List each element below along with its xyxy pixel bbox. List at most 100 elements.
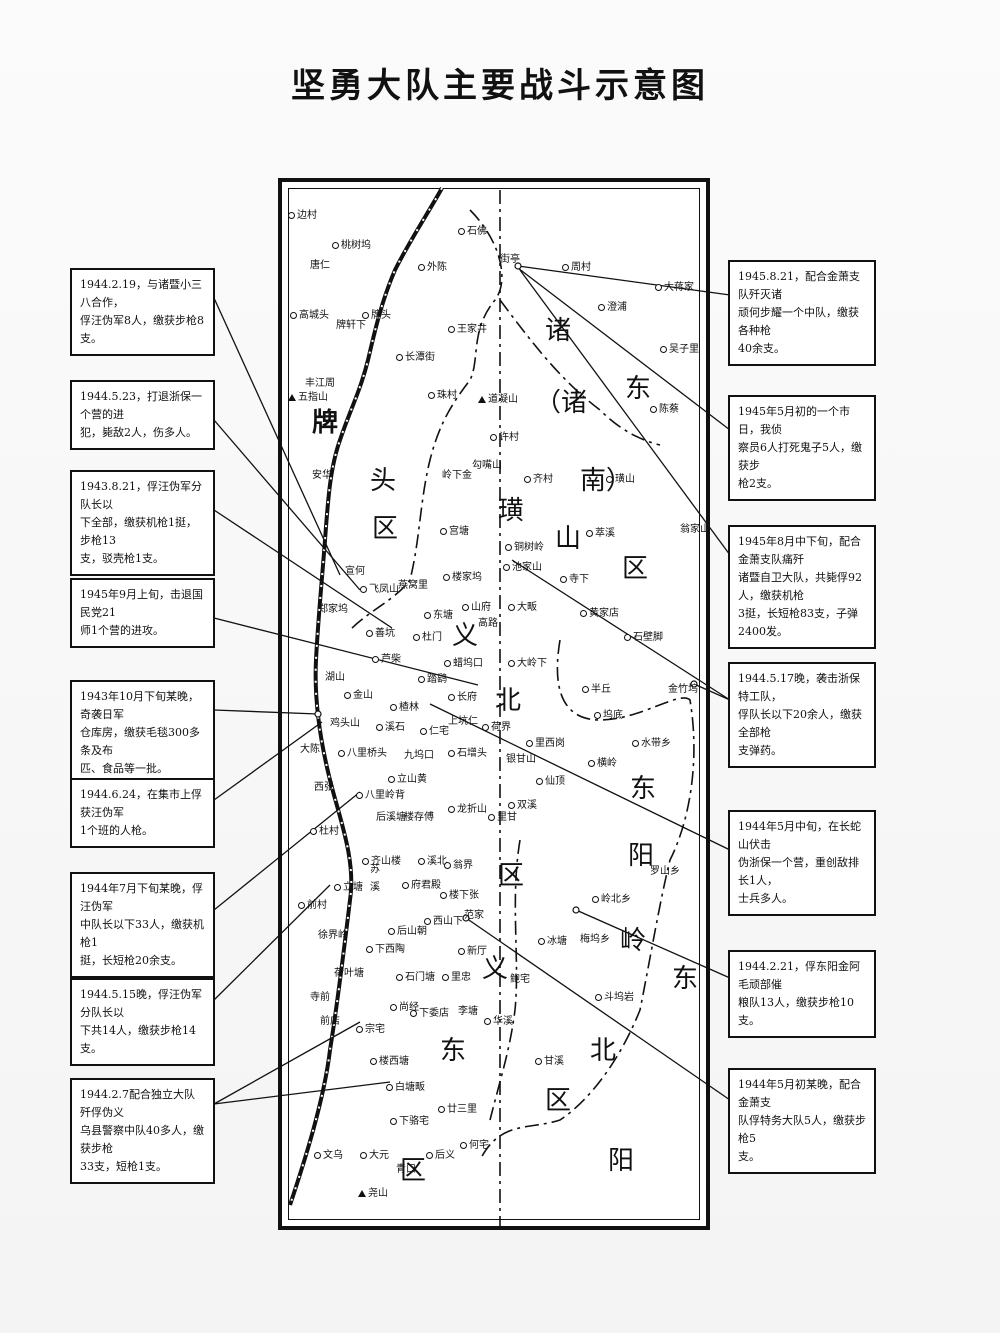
place-label: 荷叶塘 (334, 968, 364, 979)
place-label: 齐山楼 (371, 856, 401, 867)
place-name: 甘溪 (535, 1052, 564, 1067)
place-label: 长潭街 (405, 352, 435, 363)
place-dot-icon (440, 527, 447, 535)
boundary-dashdot-1 (349, 209, 503, 631)
place-label: 里甘 (497, 812, 517, 823)
place-label: 楼西塘 (379, 1056, 409, 1067)
place-name: 荷界 (482, 718, 511, 733)
place-dot-icon (356, 1025, 363, 1033)
place-dot-icon (370, 1057, 377, 1065)
place-dot-icon (655, 283, 662, 291)
place-name: 斗坞岩 (595, 988, 634, 1003)
place-dot-icon (356, 791, 363, 799)
place-dot-icon (290, 311, 297, 319)
place-label: 许村 (499, 432, 519, 443)
place-label: 前村 (307, 900, 327, 911)
region-label: 北 (495, 686, 522, 716)
place-label: 新厅 (467, 946, 487, 957)
place-name: 石门塘 (396, 968, 435, 983)
place-name: 白塘畈 (386, 1078, 425, 1093)
place-label: 石壁脚 (633, 632, 663, 643)
place-label: 后山朝 (397, 926, 427, 937)
place-dot-icon (562, 263, 569, 271)
place-dot-icon (595, 993, 602, 1001)
place-label: 吴子里 (669, 344, 699, 355)
place-dot-icon (526, 739, 533, 747)
place-name: 宗宅 (356, 1020, 385, 1035)
place-label: 甘溪 (544, 1056, 564, 1067)
place-dot-icon (360, 585, 367, 593)
place-dot-icon (594, 711, 601, 719)
place-label: 翁家山 (680, 524, 710, 535)
place-name: 仙顶 (536, 772, 565, 787)
place-name: 冰塘 (538, 932, 567, 947)
place-name: 半丘 (582, 680, 611, 695)
place-label: 尧山 (368, 1188, 388, 1199)
place-dot-icon (650, 405, 657, 413)
place-dot-icon (592, 895, 599, 903)
place-label: 唐仁 (310, 260, 330, 271)
region-label: 东 (672, 964, 699, 994)
place-name: 陈蔡 (650, 400, 679, 415)
place-label: 勾嘴山 (472, 460, 502, 471)
place-label: 高城头 (299, 310, 329, 321)
place-dot-icon (508, 659, 515, 667)
region-label: 东 (630, 774, 657, 804)
place-label: 郑家坞 (318, 604, 348, 615)
place-dot-icon (426, 1151, 433, 1159)
place-dot-icon (490, 433, 497, 441)
place-label: 珠村 (437, 390, 457, 401)
place-name: 五指山 (288, 388, 328, 403)
place-name: 里忠 (442, 968, 471, 983)
place-label: 蜡坞口 (453, 658, 483, 669)
place-dot-icon (338, 749, 345, 757)
place-label: 善坑 (375, 628, 395, 639)
place-name: 石增头 (448, 744, 487, 759)
place-label: 大岭下 (517, 658, 547, 669)
place-label: 岭下金 (442, 470, 472, 481)
region-label: 区 (400, 1156, 427, 1186)
place-name: 西山下 (424, 912, 463, 927)
place-label: 鸡头山 (330, 718, 360, 729)
place-name: 大蒋家 (655, 278, 694, 293)
place-dot-icon (536, 777, 543, 785)
place-label: 边村 (297, 210, 317, 221)
place-name: 牌头 (362, 306, 391, 321)
place-label: 里忠 (451, 972, 471, 983)
place-label: 五指山 (298, 392, 328, 403)
place-dot-icon (366, 629, 373, 637)
place-name: 青口 (396, 1160, 416, 1175)
place-dot-icon (444, 659, 451, 667)
battle-annotation-a1: 1944.2.19，与诸暨小三八合作， 俘汪伪军8人，缴获步枪8支。 (70, 268, 215, 356)
place-label: 八里桥头 (347, 748, 387, 759)
place-label: 后义 (435, 1150, 455, 1161)
place-name: 双溪 (508, 796, 537, 811)
place-dot-icon (376, 723, 383, 731)
place-name: 王家井 (448, 320, 487, 335)
place-label: 横岭 (597, 758, 617, 769)
place-label: 黄家店 (589, 608, 619, 619)
place-name: 溪石 (376, 718, 405, 733)
place-label: 桃树坞 (341, 240, 371, 251)
region-label: 牌 (312, 408, 339, 438)
place-dot-icon (362, 857, 369, 865)
place-dot-icon (448, 749, 455, 757)
place-name: 金山 (344, 686, 373, 701)
boundary-dashdot-4 (479, 639, 695, 1161)
place-label: 牌头 (371, 310, 391, 321)
place-name: 边村 (288, 206, 317, 221)
place-label: 徐界岭 (318, 930, 348, 941)
place-name: 楂林 (390, 698, 419, 713)
region-label: 阳 (608, 1146, 635, 1176)
battle-annotation-a5: 1943年10月下旬某晚，奇袭日军 仓库房，缴获毛毯300多条及布 匹、食品等一… (70, 680, 215, 786)
place-label: 萃溪 (595, 528, 615, 539)
place-dot-icon (442, 973, 449, 981)
place-name: 八里桥头 (338, 744, 387, 759)
place-label: 芦柴 (381, 654, 401, 665)
place-name: 银甘山 (506, 750, 536, 765)
place-dot-icon (332, 241, 339, 249)
place-name: 里西岗 (526, 734, 565, 749)
place-name: 荷叶塘 (334, 964, 364, 979)
place-dot-icon (505, 543, 512, 551)
place-name: 立山黄 (388, 770, 427, 785)
